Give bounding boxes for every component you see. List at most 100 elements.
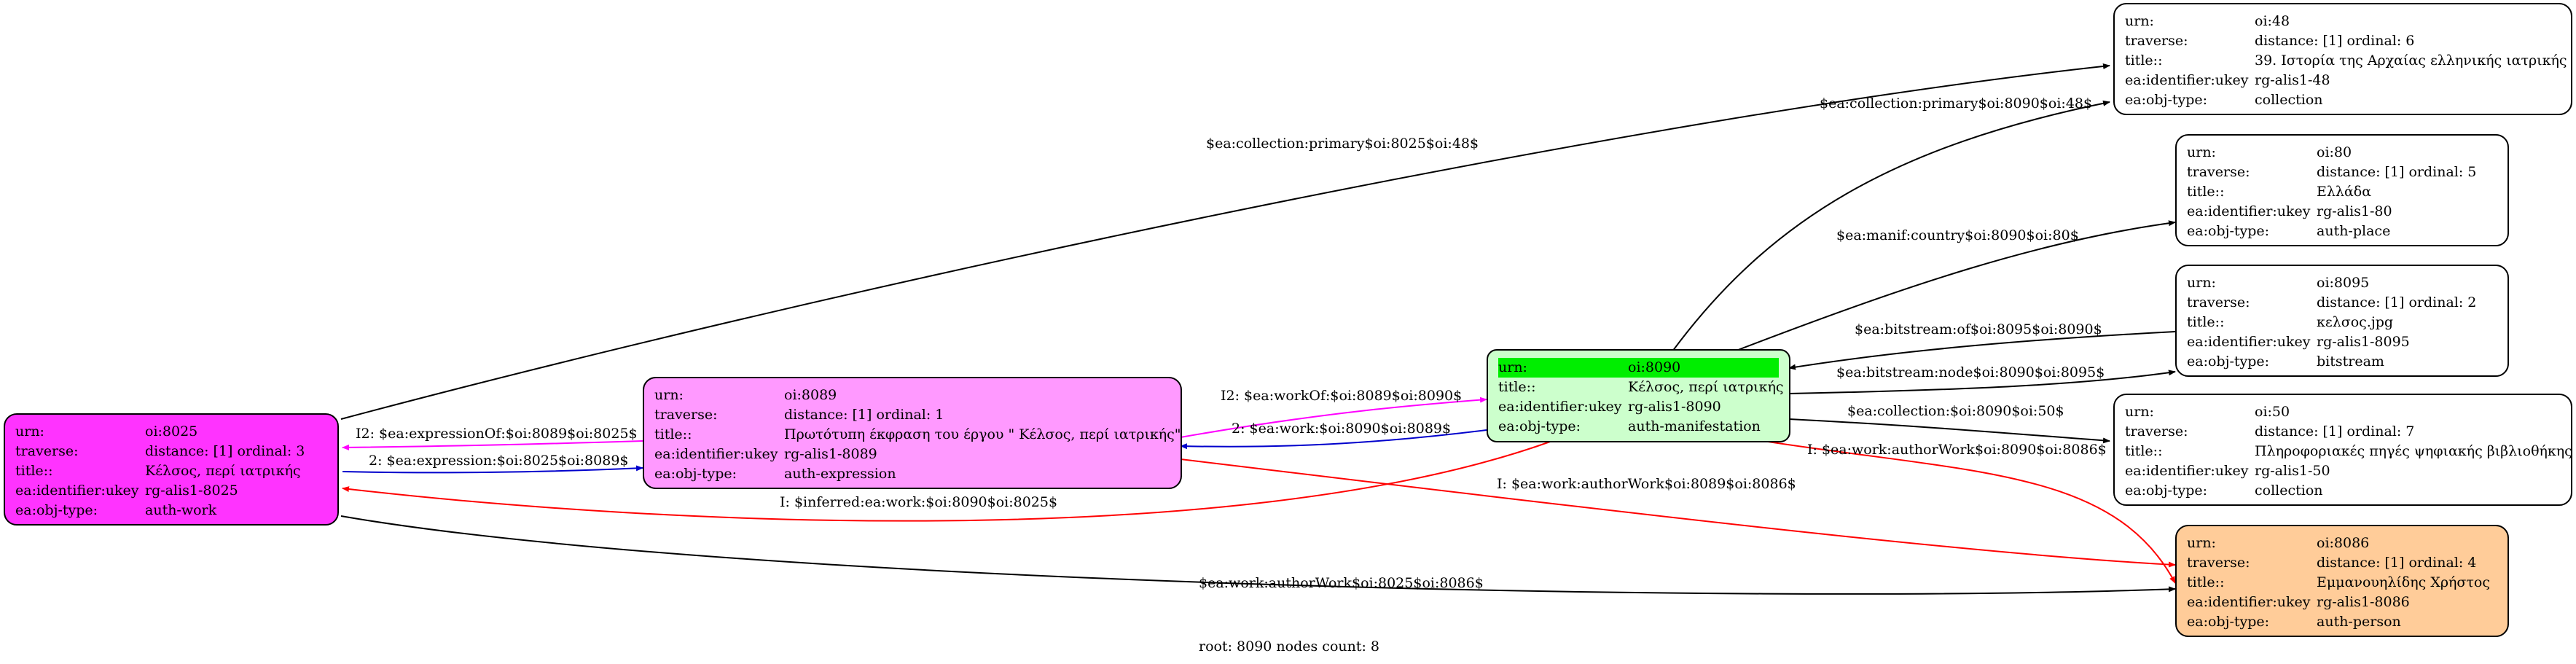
node-row: title::Ελλάδα xyxy=(2187,182,2497,202)
node-field-value: bitstream xyxy=(2317,354,2384,370)
edge-e13 xyxy=(1180,458,2176,568)
node-field-key: ea:obj-type: xyxy=(654,466,737,482)
node-field-key: traverse: xyxy=(2125,33,2188,49)
node-row: title::Πρωτότυπη έκφραση του έργου " Κέλ… xyxy=(654,425,1181,445)
node-field-key: urn: xyxy=(2125,13,2154,29)
node-field-value: oi:8089 xyxy=(784,387,837,403)
node-field-key: urn: xyxy=(2187,535,2216,551)
node-row: ea:identifier:ukey rg-alis1-50 xyxy=(2125,461,2561,481)
node-field-key: title:: xyxy=(654,426,692,442)
node-field-key: title:: xyxy=(1498,379,1536,395)
edge-e14 xyxy=(340,515,2176,595)
node-row: urn: oi:80 xyxy=(2187,143,2497,163)
node-field-key: traverse: xyxy=(2187,294,2250,310)
edge-e2 xyxy=(1672,100,2110,352)
node-field-key: ea:identifier:ukey xyxy=(2187,334,2311,350)
node-field-value: oi:8095 xyxy=(2317,275,2370,291)
node-row: urn:oi:8090 xyxy=(1498,358,1779,378)
node-field-value: rg-alis1-8089 xyxy=(784,446,877,462)
node-row: ea:obj-type:collection xyxy=(2125,481,2561,501)
node-field-value: oi:8025 xyxy=(145,423,198,440)
node-field-value: distance: [1] ordinal: 7 xyxy=(2255,423,2415,440)
node-field-key: traverse: xyxy=(2187,555,2250,571)
node-field-value: rg-alis1-50 xyxy=(2255,463,2330,479)
node-field-key: urn: xyxy=(2187,144,2216,160)
edge-label-e12: I: $inferred:ea:work:$oi:8090$oi:8025$ xyxy=(780,494,1058,510)
node-row: traverse:distance: [1] ordinal: 6 xyxy=(2125,31,2561,51)
node-field-value: Κέλσος, περί ιατρικής xyxy=(1628,379,1784,395)
edge-label-e11: 2: $ea:expression:$oi:8025$oi:8089$ xyxy=(369,453,629,469)
node-field-value: rg-alis1-80 xyxy=(2317,203,2392,219)
node-field-key: ea:obj-type: xyxy=(2125,483,2208,499)
node-field-value: rg-alis1-8090 xyxy=(1628,399,1721,415)
node-row: ea:identifier:ukey rg-alis1-8090 xyxy=(1498,397,1779,417)
node-row: ea:obj-type:bitstream xyxy=(2187,352,2497,372)
node-field-key: ea:identifier:ukey xyxy=(2125,463,2249,479)
node-row: title::Κέλσος, περί ιατρικής xyxy=(15,461,327,481)
node-row: traverse:distance: [1] ordinal: 5 xyxy=(2187,163,2497,182)
edge-label-e13: I: $ea:work:authorWork$oi:8089$oi:8086$ xyxy=(1497,476,1796,492)
node-field-key: ea:identifier:ukey xyxy=(1498,399,1622,415)
node-oi-80[interactable]: urn: oi:80 traverse:distance: [1] ordinal:… xyxy=(2175,134,2509,246)
node-field-value: distance: [1] ordinal: 4 xyxy=(2317,555,2477,571)
node-field-key: urn: xyxy=(2125,404,2154,420)
node-row: ea:obj-type: auth-place xyxy=(2187,222,2497,241)
node-row: urn: oi:8025 xyxy=(15,422,327,442)
node-field-value: Κέλσος, περί ιατρικής xyxy=(145,463,301,479)
node-field-key: ea:identifier:ukey xyxy=(654,446,778,462)
node-field-key: ea:obj-type: xyxy=(15,502,98,518)
edge-e5 xyxy=(1788,370,2176,394)
edge-e6 xyxy=(1788,418,2110,444)
edge-label-e4: $ea:bitstream:of$oi:8095$oi:8090$ xyxy=(1855,321,2102,337)
node-field-value: distance: [1] ordinal: 2 xyxy=(2317,294,2477,310)
node-row: ea:obj-type:auth-person xyxy=(2187,612,2497,632)
node-row: ea:obj-type:auth-work xyxy=(15,501,327,520)
edge-e1 xyxy=(340,63,2110,420)
node-field-value: oi:8090 xyxy=(1628,358,1779,378)
node-field-key: title:: xyxy=(2187,574,2225,590)
node-row: ea:obj-type:auth-manifestation xyxy=(1498,417,1779,437)
node-row: urn:oi:8095 xyxy=(2187,273,2497,293)
node-field-value: auth-place xyxy=(2317,223,2391,239)
graph-footer: root: 8090 nodes count: 8 xyxy=(1199,638,1380,655)
node-field-key: ea:obj-type: xyxy=(2187,223,2270,239)
node-oi-8086[interactable]: urn:oi:8086 traverse: distance: [1] ordina… xyxy=(2175,525,2509,637)
node-row: urn:oi:8086 xyxy=(2187,534,2497,553)
node-field-value: rg-alis1-8095 xyxy=(2317,334,2410,350)
node-row: traverse: distance: [1] ordinal: 4 xyxy=(2187,553,2497,573)
node-row: traverse:distance: [1] ordinal: 7 xyxy=(2125,422,2561,442)
node-field-key: title:: xyxy=(2187,184,2225,200)
node-field-value: rg-alis1-8025 xyxy=(145,483,238,499)
node-field-key: traverse: xyxy=(654,407,718,423)
node-row: urn:oi:8089 xyxy=(654,386,1170,405)
node-field-value: auth-expression xyxy=(784,466,896,482)
edge-e8 xyxy=(1180,397,1487,438)
edge-label-e5: $ea:bitstream:node$oi:8090$oi:8095$ xyxy=(1836,364,2105,380)
edge-label-e7: I: $ea:work:authorWork$oi:8090$oi:8086$ xyxy=(1807,442,2107,458)
edge-e7 xyxy=(1748,438,2176,584)
node-row: title::Εμμανουηλίδης Χρήστος xyxy=(2187,573,2497,593)
node-field-value: Πληροφοριακές πηγές ψηφιακής βιβλιοθήκης xyxy=(2255,443,2572,459)
node-row: ea:identifier:ukey rg-alis1-8089 xyxy=(654,445,1170,464)
node-row: ea:obj-type: auth-expression xyxy=(654,464,1170,484)
node-oi-8089[interactable]: urn:oi:8089 traverse: distance: [1] ordina… xyxy=(643,377,1182,489)
node-field-value: distance: [1] ordinal: 1 xyxy=(784,407,944,423)
node-field-value: 39. Ιστορία της Αρχαίας ελληνικής ιατρικ… xyxy=(2255,52,2567,69)
node-field-key: urn: xyxy=(1498,358,1628,378)
node-row: urn:oi:50 xyxy=(2125,402,2561,422)
node-field-value: Εμμανουηλίδης Χρήστος xyxy=(2317,574,2490,590)
node-field-key: urn: xyxy=(15,423,44,440)
node-field-value: κελσος.jpg xyxy=(2317,314,2394,330)
node-field-key: ea:identifier:ukey xyxy=(15,483,139,499)
edge-label-e6: $ea:collection:$oi:8090$oi:50$ xyxy=(1847,403,2064,419)
node-field-value: oi:80 xyxy=(2317,144,2352,160)
node-field-value: Πρωτότυπη έκφραση του έργου " Κέλσος, πε… xyxy=(784,426,1181,442)
node-row: ea:identifier:ukey rg-alis1-8025 xyxy=(15,481,327,501)
